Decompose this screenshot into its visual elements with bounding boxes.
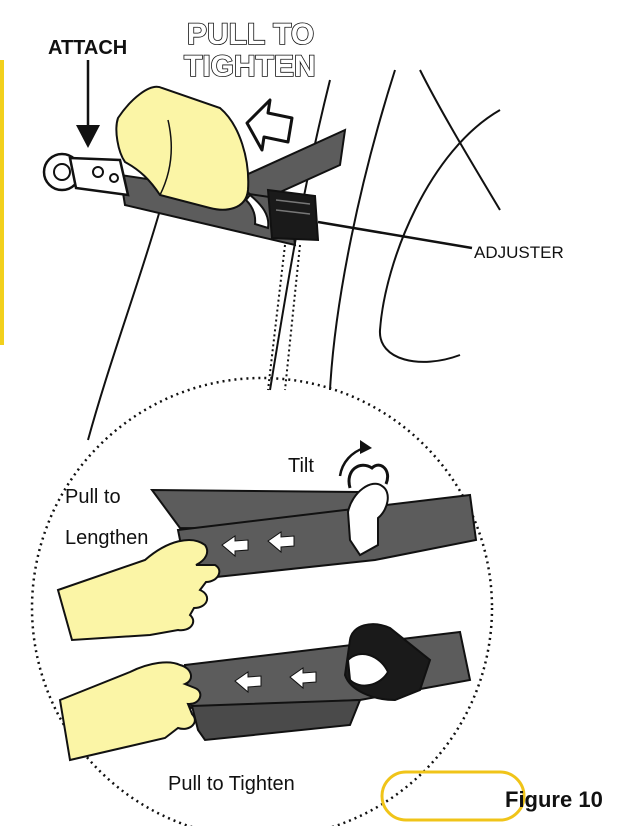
pull-arrow-icon — [247, 100, 292, 150]
glove-upper-icon — [58, 540, 219, 640]
lower-tail-strap — [192, 700, 360, 740]
top-strap-assembly — [44, 130, 472, 248]
pull-to-lengthen-label-line1: Pull to — [65, 486, 121, 508]
pull-to-tighten-bottom-label: Pull to Tighten — [168, 773, 295, 795]
tilt-label: Tilt — [288, 455, 314, 477]
attach-label: ATTACH — [48, 37, 127, 59]
top-strap-upper — [235, 130, 345, 202]
attach-arrow-icon — [76, 60, 100, 148]
figure-label: Figure 10 — [505, 787, 603, 812]
pull-to-tighten-title-line1: PULL TO — [187, 18, 314, 51]
glove-lower-icon — [60, 662, 200, 760]
adjuster-label: ADJUSTER — [474, 243, 564, 262]
highlight-ring — [382, 772, 524, 820]
pull-to-tighten-title-line2: TIGHTEN — [184, 50, 316, 83]
zoom-detail — [58, 440, 476, 760]
pull-to-lengthen-label-line2: Lengthen — [65, 527, 148, 549]
adjuster-block-icon — [268, 190, 318, 240]
